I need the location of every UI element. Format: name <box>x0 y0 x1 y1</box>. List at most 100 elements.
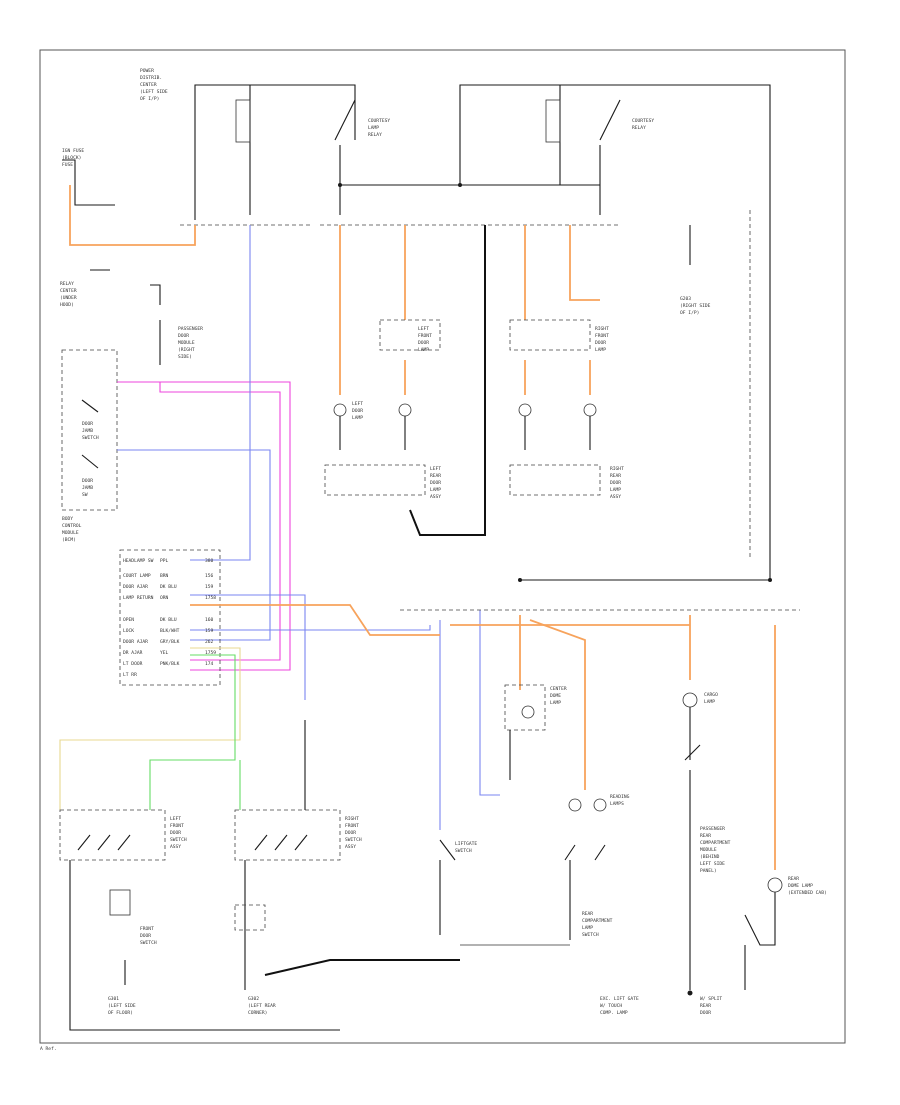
svg-text:(BCM): (BCM) <box>62 537 76 543</box>
svg-text:LAMP: LAMP <box>582 925 593 931</box>
svg-text:OF I/P): OF I/P) <box>140 96 159 102</box>
bcm-wire-colors: PPL BRN DK BLU ORN DK BLU BLK/WHT GRY/BL… <box>160 558 180 667</box>
svg-text:CORNER): CORNER) <box>248 1010 267 1016</box>
wire-top-bus-left <box>194 84 356 220</box>
reading-lamp-1 <box>568 798 582 812</box>
label-g-bottom-left: G301 (LEFT SIDE OF FLOOR) <box>108 996 136 1016</box>
bcm-pin-labels: HEADLAMP SW COURT LAMP DOOR AJAR LAMP RE… <box>123 558 154 678</box>
svg-text:JAMB: JAMB <box>82 485 93 491</box>
svg-text:YEL: YEL <box>160 650 169 656</box>
svg-text:REAR: REAR <box>700 1003 711 1009</box>
reading-lamp-2 <box>593 798 607 812</box>
wire-blue-2 <box>190 225 251 561</box>
svg-text:OF FLOOR): OF FLOOR) <box>108 1010 133 1016</box>
svg-text:(UNDER: (UNDER <box>60 295 77 301</box>
svg-text:DOME LAMP: DOME LAMP <box>788 883 813 889</box>
svg-text:ASSY: ASSY <box>170 844 181 850</box>
svg-text:156: 156 <box>205 573 214 579</box>
svg-text:DOOR: DOOR <box>352 408 363 414</box>
svg-text:COMPARTMENT: COMPARTMENT <box>582 918 613 924</box>
label-front-door-sw: FRONT DOOR SWITCH <box>140 926 157 946</box>
svg-text:MODULE: MODULE <box>178 340 195 346</box>
liftgate-switch-contact <box>439 839 456 861</box>
label-g-right: G203 (RIGHT SIDE OF I/P) <box>680 296 711 316</box>
svg-text:380: 380 <box>205 558 214 564</box>
wire-magenta-1 <box>117 381 291 671</box>
rfd-contact-2 <box>274 834 288 851</box>
svg-text:DOOR: DOOR <box>170 830 181 836</box>
wire-fuse-left-box <box>62 159 115 206</box>
svg-text:PASSENGER: PASSENGER <box>178 326 203 332</box>
svg-text:LT RR: LT RR <box>123 672 137 678</box>
cargo-lamp <box>682 692 698 708</box>
label-lt-rear-door: LEFT REAR DOOR LAMP ASSY <box>430 466 441 500</box>
label-liftgate: LIFTGATE SWITCH <box>455 841 477 854</box>
relay2-contact <box>599 99 621 141</box>
svg-text:SWITCH: SWITCH <box>140 940 157 946</box>
label-center-lamp: CENTER DOME LAMP <box>550 686 567 706</box>
wire-lt-ground <box>409 225 486 536</box>
svg-text:G203: G203 <box>680 296 691 302</box>
svg-text:160: 160 <box>205 617 214 623</box>
label-left-switch-assy: LEFT FRONT DOOR SWITCH ASSY <box>170 816 187 850</box>
svg-text:LT DOOR: LT DOOR <box>123 661 143 667</box>
svg-text:CENTER: CENTER <box>140 82 157 88</box>
svg-text:REAR: REAR <box>582 911 593 917</box>
svg-text:LAMP: LAMP <box>352 415 363 421</box>
lamp-rt-1 <box>518 403 532 417</box>
reading-switch-1 <box>564 844 576 861</box>
svg-text:(BLOCK): (BLOCK) <box>62 155 81 161</box>
svg-text:RIGHT: RIGHT <box>595 326 609 332</box>
svg-text:DOME: DOME <box>550 693 561 699</box>
wire-orange-rt-2 <box>569 225 600 301</box>
wire-yellow <box>59 647 241 810</box>
center-dome-lamp <box>521 705 535 719</box>
svg-text:DR AJAR: DR AJAR <box>123 650 143 656</box>
lfd-contact-2 <box>97 834 111 851</box>
svg-text:DOOR AJAR: DOOR AJAR <box>123 639 148 645</box>
bcm-box <box>119 549 221 686</box>
node-1 <box>338 183 342 187</box>
rfd-contact-3 <box>294 834 308 851</box>
svg-text:RIGHT: RIGHT <box>345 816 359 822</box>
svg-text:CENTER: CENTER <box>550 686 567 692</box>
lamp-lt-2 <box>398 403 412 417</box>
svg-text:SWITCH: SWITCH <box>582 932 599 938</box>
svg-text:DOOR: DOOR <box>430 480 441 486</box>
svg-text:MODULE: MODULE <box>700 847 717 853</box>
svg-text:LEFT: LEFT <box>418 326 429 332</box>
node-2 <box>458 183 462 187</box>
svg-text:SWITCH: SWITCH <box>345 837 362 843</box>
svg-text:W/ TOUCH: W/ TOUCH <box>600 1003 622 1009</box>
wire-block-l2 <box>150 284 161 305</box>
svg-text:FRONT: FRONT <box>595 333 609 339</box>
wire-top-bus-right <box>459 84 771 580</box>
svg-text:CENTER: CENTER <box>60 288 77 294</box>
svg-text:COMP. LAMP: COMP. LAMP <box>600 1010 628 1016</box>
svg-text:GRY/BLK: GRY/BLK <box>160 639 180 645</box>
svg-text:POWER: POWER <box>140 68 154 74</box>
svg-text:LOCK: LOCK <box>123 628 134 634</box>
rt-front-door-connector <box>509 319 591 351</box>
svg-text:REAR: REAR <box>610 473 621 479</box>
wire-blue-3 <box>190 594 306 700</box>
label-relay-top2: COURTESY RELAY <box>632 118 654 131</box>
svg-text:RIGHT: RIGHT <box>610 466 624 472</box>
svg-text:PPL: PPL <box>160 558 169 564</box>
rear-dome-lamp <box>767 877 783 893</box>
svg-text:LAMP: LAMP <box>430 487 441 493</box>
svg-text:SWITCH: SWITCH <box>455 848 472 854</box>
svg-text:REAR: REAR <box>700 833 711 839</box>
lt-front-door-connector <box>379 319 441 351</box>
label-rt-module: PASSENGER REAR COMPARTMENT MODULE (BEHIN… <box>700 826 731 874</box>
label-rear-dome: REAR DOME LAMP (EXTENDED CAB) <box>788 876 827 896</box>
svg-text:BLK/WHT: BLK/WHT <box>160 628 180 634</box>
svg-text:SIDE): SIDE) <box>178 354 192 360</box>
svg-text:G302: G302 <box>248 996 259 1002</box>
node-3 <box>768 578 772 582</box>
svg-text:LEFT: LEFT <box>170 816 181 822</box>
svg-text:FRONT: FRONT <box>345 823 359 829</box>
svg-text:LAMP: LAMP <box>704 699 715 705</box>
